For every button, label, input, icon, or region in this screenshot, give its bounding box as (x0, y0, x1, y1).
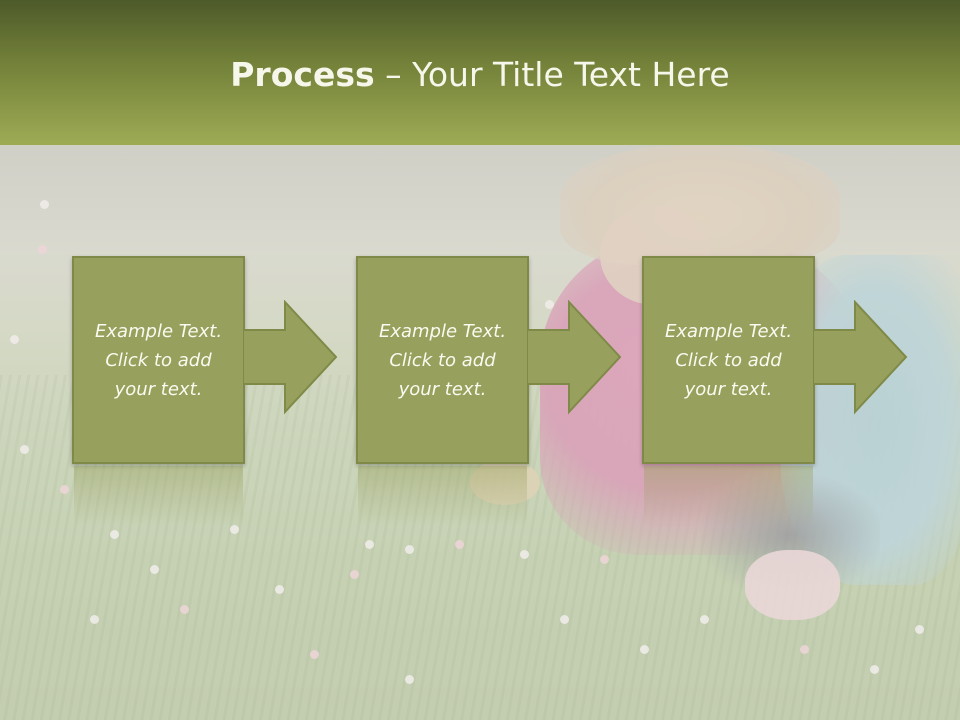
child-shoe (745, 550, 840, 620)
slide-title[interactable]: Process – Your Title Text Here (0, 52, 960, 98)
daisy (560, 615, 569, 624)
step-2-text[interactable]: Example Text. Click to add your text. (378, 320, 507, 400)
title-rest: – Your Title Text Here (374, 55, 730, 94)
daisy (640, 645, 649, 654)
daisy (110, 530, 119, 539)
daisy (230, 525, 239, 534)
daisy (405, 545, 414, 554)
child-hand (470, 460, 540, 505)
daisy (40, 200, 49, 209)
daisy (180, 605, 189, 614)
daisy (700, 615, 709, 624)
daisy (38, 245, 47, 254)
daisy (600, 555, 609, 564)
step-3-text[interactable]: Example Text. Click to add your text. (664, 320, 793, 400)
step-1-reflection (74, 466, 243, 526)
daisy (275, 585, 284, 594)
process-step-1[interactable]: Example Text. Click to add your text. (72, 256, 245, 526)
title-bold: Process (230, 55, 375, 94)
daisy (365, 540, 374, 549)
process-step-2[interactable]: Example Text. Click to add your text. (356, 256, 529, 526)
daisy (90, 615, 99, 624)
daisy (800, 645, 809, 654)
daisy (150, 565, 159, 574)
daisy (10, 335, 19, 344)
arrow-right-icon (813, 300, 908, 415)
step-1-text[interactable]: Example Text. Click to add your text. (94, 320, 223, 400)
daisy (20, 445, 29, 454)
daisy (545, 300, 554, 309)
step-3-reflection (644, 466, 813, 526)
daisy (455, 540, 464, 549)
daisy (310, 650, 319, 659)
daisy (870, 665, 879, 674)
daisy (915, 625, 924, 634)
arrow-right-icon (527, 300, 622, 415)
arrow-right-icon (243, 300, 338, 415)
daisy (405, 675, 414, 684)
title-bar: Process – Your Title Text Here (0, 0, 960, 145)
process-step-3[interactable]: Example Text. Click to add your text. (642, 256, 815, 526)
daisy (60, 485, 69, 494)
daisy (350, 570, 359, 579)
daisy (520, 550, 529, 559)
step-2-reflection (358, 466, 527, 526)
